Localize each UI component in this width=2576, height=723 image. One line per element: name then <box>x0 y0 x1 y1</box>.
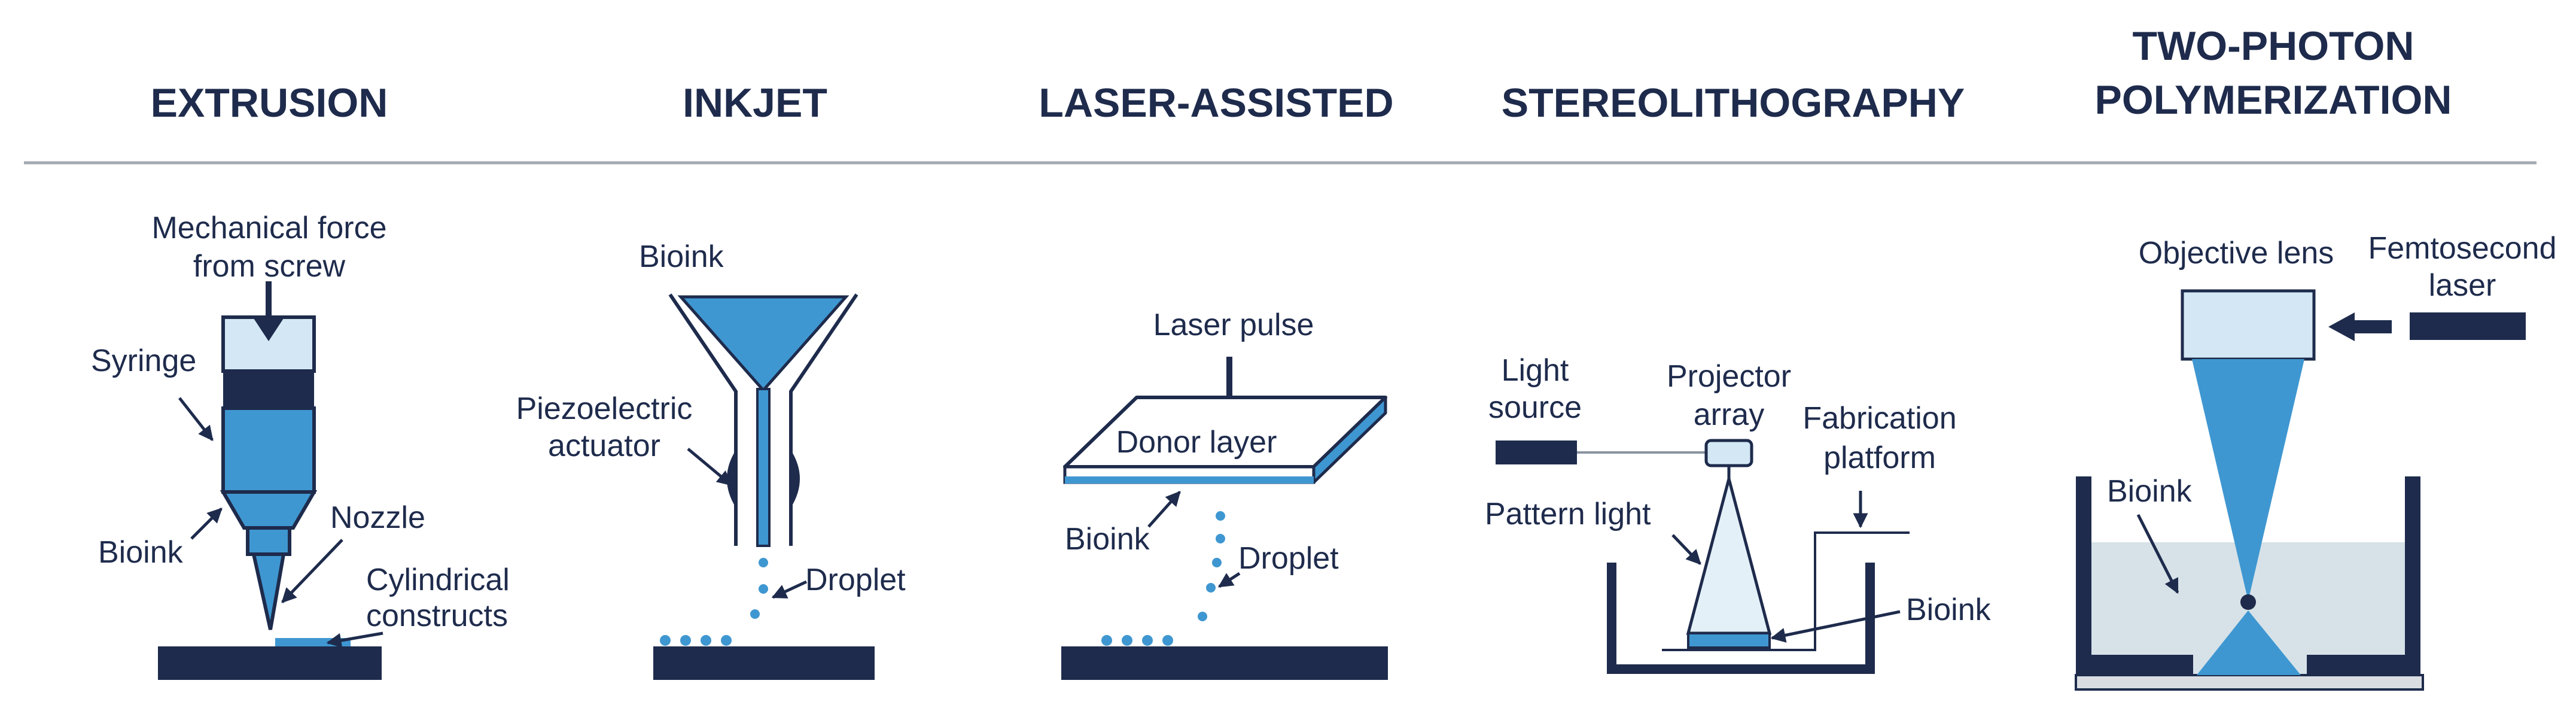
leader-nozzle <box>281 539 343 603</box>
header-two-photon-line1: TWO-PHOTON <box>2133 23 2414 69</box>
label-pattern-light: Pattern light <box>1485 497 1651 531</box>
two-photon-diagram: Objective lens Femtosecond laser Bioink <box>2075 231 2557 691</box>
leader-sla-bioink <box>1770 610 1901 643</box>
syringe-taper <box>220 490 318 530</box>
inkjet-diagram: Bioink Piezoelectric actuator Droplet <box>516 239 906 680</box>
tpp-base <box>2075 674 2424 691</box>
label-objective-lens: Objective lens <box>2139 236 2334 271</box>
inkjet-platform <box>653 646 875 680</box>
tpp-wall-left <box>2076 476 2091 675</box>
deposited-droplet <box>1142 635 1153 646</box>
inkjet-droplet <box>750 609 760 619</box>
label-piezo-line1: Piezoelectric <box>516 391 693 426</box>
deposited-droplet <box>721 635 732 646</box>
laser-assisted-diagram: Laser pulse Donor layer Bioink Droplet <box>1061 308 1388 680</box>
syringe-plunger <box>223 371 314 408</box>
focal-point <box>2240 594 2256 610</box>
syringe-bioink <box>221 406 316 494</box>
label-bioink: Bioink <box>98 535 184 570</box>
tpp-wall-right <box>2405 476 2420 675</box>
label-syringe: Syringe <box>91 344 196 378</box>
piezo-actuator-right <box>791 450 800 508</box>
piezo-actuator-left <box>727 450 736 508</box>
leader-pattern-light <box>1671 534 1701 565</box>
label-tpp-bioink: Bioink <box>2107 474 2193 509</box>
leader-inkjet-droplet <box>771 580 808 599</box>
header-inkjet: INKJET <box>683 80 827 126</box>
tpp-ledge-left <box>2091 655 2193 675</box>
pattern-light-cone <box>1686 473 1772 635</box>
label-cylindrical-line1: Cylindrical <box>366 563 510 597</box>
header-laser-assisted: LASER-ASSISTED <box>1039 80 1393 126</box>
label-piezo-line2: actuator <box>548 429 660 463</box>
label-laser-droplet: Droplet <box>1238 541 1339 576</box>
syringe-neck <box>246 526 291 556</box>
leader-bioink <box>190 508 223 540</box>
label-femto-line1: Femtosecond <box>2368 231 2556 266</box>
sla-bioink-layer <box>1687 632 1771 649</box>
label-fabrication-line1: Fabrication <box>1802 401 1956 436</box>
nozzle-tip <box>251 552 286 630</box>
force-arrow <box>254 281 284 341</box>
laser-droplet <box>1198 612 1207 621</box>
deposited-droplet <box>680 635 691 646</box>
tpp-ledge-right <box>2307 655 2405 675</box>
label-mechanical-force-line2: from screw <box>193 249 346 284</box>
label-nozzle: Nozzle <box>330 500 425 535</box>
label-femto-line2: laser <box>2429 268 2496 303</box>
header-stereolithography: STEREOLITHOGRAPHY <box>1502 80 1965 126</box>
leader-tpp-bioink <box>2136 514 2179 594</box>
label-inkjet-bioink: Bioink <box>639 239 724 274</box>
funnel-bioink <box>677 295 849 393</box>
femtosecond-laser <box>2410 312 2526 340</box>
label-projector-line1: Projector <box>1667 359 1791 394</box>
projector-array <box>1704 439 1753 467</box>
inkjet-droplet <box>759 584 768 594</box>
inkjet-channel <box>756 388 771 547</box>
leader-piezo <box>687 448 732 486</box>
light-source <box>1496 441 1577 464</box>
header-two-photon-line2: POLYMERIZATION <box>2095 77 2452 123</box>
leader-laser-droplet <box>1217 572 1241 588</box>
label-light-line1: Light <box>1502 353 1569 388</box>
label-mechanical-force-line1: Mechanical force <box>151 211 386 245</box>
header-extrusion: EXTRUSION <box>151 80 388 126</box>
deposited-droplet <box>1101 635 1112 646</box>
label-cylindrical-line2: constructs <box>366 599 508 633</box>
label-donor-layer: Donor layer <box>1116 425 1277 460</box>
deposited-droplet <box>1122 635 1132 646</box>
polymerized-structure <box>2197 610 2301 675</box>
stereolithography-diagram: Light source Projector array Fabrication… <box>1485 353 1992 674</box>
deposited-droplet <box>660 635 671 646</box>
laser-droplet <box>1212 558 1222 567</box>
extrusion-platform <box>158 646 382 680</box>
label-light-line2: source <box>1488 390 1582 425</box>
label-laser-pulse: Laser pulse <box>1153 308 1314 342</box>
extrusion-diagram: Mechanical force from screw Syringe Bioi… <box>91 211 510 680</box>
leader-syringe <box>178 397 214 441</box>
objective-lens <box>2181 289 2316 361</box>
label-inkjet-droplet: Droplet <box>805 563 906 597</box>
leader-laser-bioink <box>1147 491 1181 528</box>
label-projector-line2: array <box>1694 397 1764 432</box>
label-sla-bioink: Bioink <box>1906 593 1992 627</box>
label-fabrication-line2: platform <box>1823 441 1936 475</box>
donor-bioink-layer <box>1065 476 1314 484</box>
laser-droplet <box>1206 583 1216 593</box>
leader-cylindrical <box>326 631 383 648</box>
laser-droplet <box>1216 534 1225 543</box>
deposited-droplet <box>1162 635 1173 646</box>
inkjet-droplet <box>759 558 768 567</box>
laser-platform <box>1061 646 1388 680</box>
label-laser-bioink: Bioink <box>1065 522 1150 557</box>
focusing-cone <box>2192 359 2304 601</box>
deposited-droplet <box>701 635 711 646</box>
femto-arrow <box>2328 312 2392 341</box>
sla-tank <box>1607 563 1875 674</box>
fabrication-platform <box>1662 531 1910 651</box>
laser-droplet <box>1216 511 1225 521</box>
